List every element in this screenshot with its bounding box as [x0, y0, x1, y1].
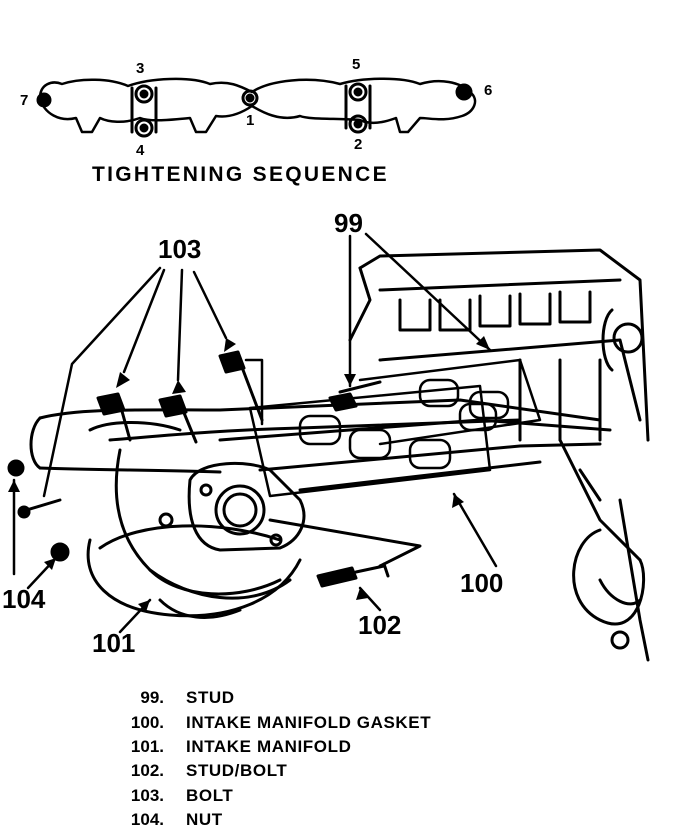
nuts-104	[7, 459, 70, 562]
stud-bolt-102	[268, 518, 422, 588]
legend-number: 103.	[130, 785, 164, 805]
sequence-title: TIGHTENING SEQUENCE	[92, 163, 389, 186]
studs-99	[328, 380, 382, 412]
engine-block	[348, 248, 650, 662]
legend-row: 100. INTAKE MANIFOLD GASKET	[116, 710, 431, 734]
parts-legend: 99. STUD 100. INTAKE MANIFOLD GASKET 101…	[116, 686, 431, 832]
legend-description: INTAKE MANIFOLD GASKET	[186, 712, 432, 732]
sequence-number-5: 5	[352, 56, 361, 73]
legend-row: 101. INTAKE MANIFOLD	[116, 735, 431, 759]
sequence-number-1: 1	[246, 112, 255, 129]
gasket-outline	[38, 77, 477, 134]
intake-gaskets	[248, 358, 542, 498]
legend-row: 99. STUD	[116, 686, 431, 710]
sequence-number-3: 3	[136, 60, 145, 77]
legend-number: 104.	[130, 810, 164, 830]
legend-description: BOLT	[186, 785, 234, 805]
callout-99: 99	[334, 208, 363, 238]
sequence-number-6: 6	[484, 82, 493, 99]
sequence-number-4: 4	[136, 142, 145, 159]
legend-description: INTAKE MANIFOLD	[186, 736, 352, 756]
legend-number: 102.	[130, 761, 164, 781]
intake-manifold	[29, 398, 612, 619]
legend-number: 101.	[130, 736, 164, 756]
bolts-103	[96, 350, 264, 444]
sequence-number-7: 7	[20, 92, 29, 109]
callout-102: 102	[358, 610, 402, 640]
arrowheads	[8, 336, 490, 612]
legend-row: 104. NUT	[116, 808, 431, 832]
legend-row: 102. STUD/BOLT	[116, 759, 431, 783]
legend-number: 100.	[130, 712, 164, 732]
sequence-bolts	[36, 82, 473, 138]
legend-description: STUD	[186, 688, 235, 708]
callout-104: 104	[2, 584, 46, 614]
sequence-number-2: 2	[354, 136, 363, 153]
legend-row: 103. BOLT	[116, 784, 431, 808]
legend-number: 99.	[140, 688, 164, 708]
callout-101: 101	[92, 628, 136, 658]
legend-description: STUD/BOLT	[186, 761, 288, 781]
callout-103: 103	[158, 234, 202, 264]
callout-100: 100	[460, 568, 504, 598]
legend-description: NUT	[186, 810, 223, 830]
